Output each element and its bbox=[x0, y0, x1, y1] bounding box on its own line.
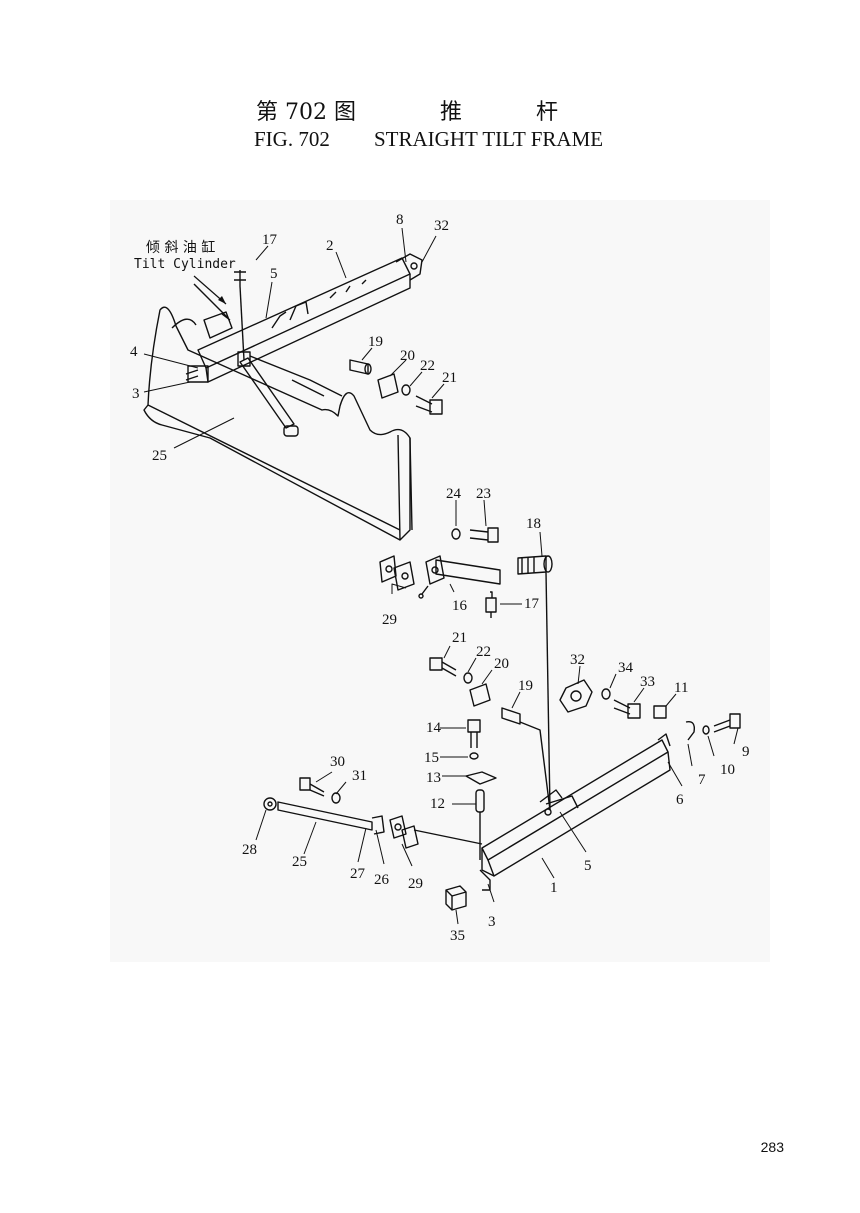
callout-lower-35: 35 bbox=[450, 928, 465, 944]
callout-lower-5: 5 bbox=[584, 858, 592, 874]
callout-lower-31: 31 bbox=[352, 768, 367, 784]
callout-upper-17: 17 bbox=[262, 232, 278, 248]
callout-middle-29: 29 bbox=[382, 612, 397, 628]
part-name-chinese-char-2: 杆 bbox=[536, 100, 559, 125]
lower-plates-29 bbox=[389, 815, 419, 849]
page-number: 283 bbox=[760, 1139, 784, 1155]
callout-lower-27: 27 bbox=[350, 866, 366, 882]
middle-fitting-17 bbox=[485, 591, 497, 618]
callout-lower-21: 21 bbox=[452, 630, 467, 646]
figure-number-english: FIG. 702 bbox=[254, 127, 330, 151]
blade-outline bbox=[143, 306, 413, 541]
lower-clip-7 bbox=[685, 721, 696, 741]
callout-upper-22: 22 bbox=[420, 358, 435, 374]
lower-washer-22 bbox=[463, 672, 473, 684]
middle-pin-18 bbox=[517, 555, 553, 575]
callout-lower-13: 13 bbox=[426, 770, 441, 786]
callout-lower-14: 14 bbox=[426, 720, 442, 736]
callout-lower-34: 34 bbox=[618, 660, 634, 676]
lower-bolt-21 bbox=[429, 657, 457, 677]
upper-washer-22 bbox=[401, 384, 411, 396]
callout-lower-28: 28 bbox=[242, 842, 257, 858]
middle-shaft-16 bbox=[418, 555, 501, 599]
middle-bolt-23 bbox=[469, 527, 499, 543]
callout-upper-8: 8 bbox=[396, 212, 404, 228]
callout-lower-11: 11 bbox=[674, 680, 688, 696]
lower-washer-10 bbox=[702, 725, 710, 735]
callout-upper-5: 5 bbox=[270, 266, 278, 282]
tilt-cylinder-label-chinese: 倾 斜 油 缸 bbox=[146, 239, 215, 256]
lower-push-frame bbox=[479, 733, 671, 891]
lower-bolt-30 bbox=[299, 777, 325, 797]
lower-plate-20 bbox=[469, 683, 491, 707]
lower-bolt-14 bbox=[467, 719, 481, 748]
callout-middle-23: 23 bbox=[476, 486, 491, 502]
callout-middle-18: 18 bbox=[526, 516, 541, 532]
lower-bolt-9 bbox=[713, 713, 741, 733]
figure-title-chinese: 第 702 图 推 杆 bbox=[256, 94, 596, 125]
callout-lower-7: 7 bbox=[698, 772, 706, 788]
lower-pin-12 bbox=[475, 789, 485, 813]
upper-plate-20 bbox=[377, 373, 399, 399]
callout-upper-21: 21 bbox=[442, 370, 457, 386]
lower-washer-15 bbox=[469, 752, 479, 760]
middle-plates-29 bbox=[379, 555, 415, 591]
exploded-parts-drawing: 倾 斜 油 缸 Tilt Cylinder 17 2 8 32 5 4 3 19… bbox=[110, 200, 770, 962]
part-name-english: STRAIGHT TILT FRAME bbox=[374, 127, 604, 151]
callout-lower-15: 15 bbox=[424, 750, 439, 766]
callout-upper-32: 32 bbox=[434, 218, 449, 234]
callout-lower-19: 19 bbox=[518, 678, 533, 694]
figure-number-chinese: 第 702 图 bbox=[256, 100, 356, 125]
callout-middle-16: 16 bbox=[452, 598, 468, 614]
callout-middle-17: 17 bbox=[524, 596, 540, 612]
upper-push-frame bbox=[185, 253, 423, 383]
lower-bolt-33 bbox=[613, 699, 641, 719]
callout-lower-26: 26 bbox=[374, 872, 390, 888]
lower-block-35 bbox=[445, 885, 467, 911]
tilt-cylinder-label-english: Tilt Cylinder bbox=[134, 257, 236, 272]
upper-bolt-21 bbox=[415, 395, 443, 415]
lower-plates-guide-line bbox=[413, 829, 483, 845]
middle-to-lower-guide-line bbox=[545, 571, 551, 811]
callout-lower-20: 20 bbox=[494, 656, 509, 672]
callout-upper-19: 19 bbox=[368, 334, 383, 350]
callout-lower-1: 1 bbox=[550, 880, 558, 896]
callout-lower-30: 30 bbox=[330, 754, 345, 770]
callout-lower-32: 32 bbox=[570, 652, 585, 668]
callout-middle-24: 24 bbox=[446, 486, 462, 502]
callout-lower-6: 6 bbox=[676, 792, 684, 808]
callout-upper-25: 25 bbox=[152, 448, 167, 464]
lower-plate-32 bbox=[559, 679, 593, 713]
part-name-chinese-char-1: 推 bbox=[440, 100, 463, 125]
exploded-view-svg: 倾 斜 油 缸 Tilt Cylinder 17 2 8 32 5 4 3 19… bbox=[130, 212, 750, 944]
lower-brace-25 bbox=[263, 797, 385, 835]
leader-lines bbox=[143, 227, 739, 925]
upper-tilt-cylinder bbox=[193, 270, 246, 361]
lower-pin-19 bbox=[501, 707, 521, 725]
callout-lower-10: 10 bbox=[720, 762, 735, 778]
lower-washer-31 bbox=[331, 792, 341, 804]
callout-lower-22: 22 bbox=[476, 644, 491, 660]
callout-lower-33: 33 bbox=[640, 674, 655, 690]
callout-lower-9: 9 bbox=[742, 744, 750, 760]
figure-title-english: FIG. 702 STRAIGHT TILT FRAME bbox=[254, 127, 654, 155]
lower-plate-13 bbox=[465, 771, 497, 785]
upper-pin-19 bbox=[349, 359, 372, 375]
callout-upper-2: 2 bbox=[326, 238, 334, 254]
callout-lower-25: 25 bbox=[292, 854, 307, 870]
callout-lower-3: 3 bbox=[488, 914, 496, 930]
upper-brace bbox=[237, 351, 299, 437]
callout-upper-3: 3 bbox=[132, 386, 140, 402]
callout-lower-12: 12 bbox=[430, 796, 445, 812]
lower-washer-34 bbox=[601, 688, 611, 700]
callout-lower-29: 29 bbox=[408, 876, 423, 892]
lower-pin-guide-line bbox=[519, 721, 551, 811]
callout-upper-20: 20 bbox=[400, 348, 415, 364]
lower-nut-11 bbox=[653, 705, 667, 719]
middle-washer-24 bbox=[451, 528, 461, 540]
callout-upper-4: 4 bbox=[130, 344, 138, 360]
